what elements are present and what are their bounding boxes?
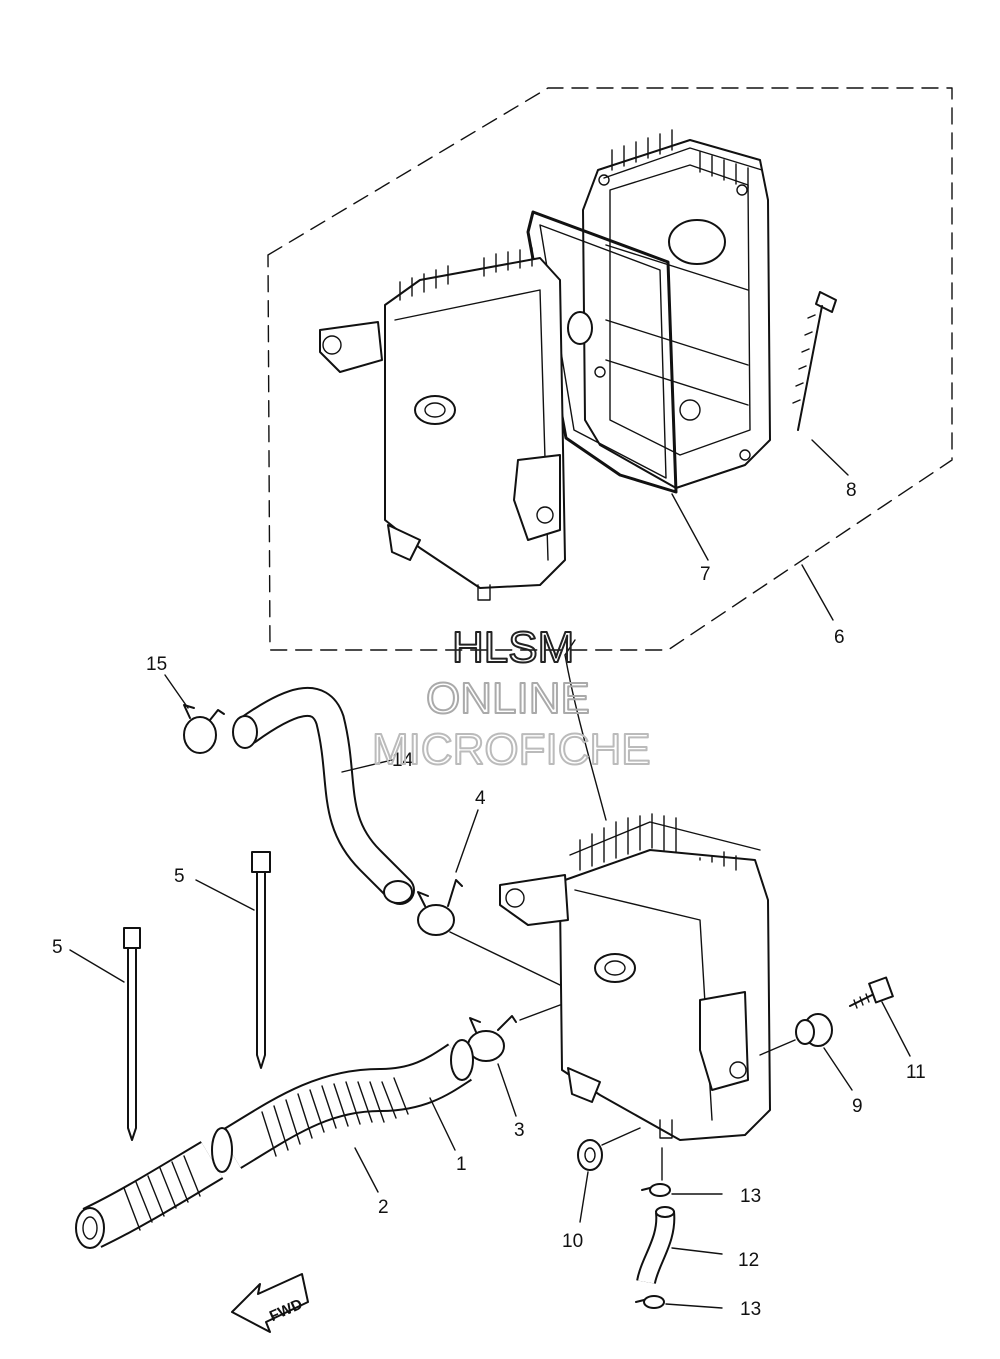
callout-1: 1 bbox=[456, 1154, 467, 1175]
clip-3 bbox=[467, 1004, 561, 1117]
callout-10: 10 bbox=[562, 1231, 583, 1252]
callout-11: 11 bbox=[906, 1062, 926, 1083]
hose-12 bbox=[636, 1206, 723, 1285]
callout-6: 6 bbox=[834, 627, 845, 648]
callout-13b: 13 bbox=[740, 1299, 761, 1320]
clip-13b bbox=[635, 1295, 723, 1309]
callout-8: 8 bbox=[846, 480, 857, 501]
callout-14: 14 bbox=[392, 750, 414, 771]
callout-7: 7 bbox=[700, 564, 711, 585]
watermark-line-1: HLSM bbox=[452, 623, 574, 672]
gasket-7 bbox=[526, 210, 709, 561]
housing-fins bbox=[399, 247, 533, 301]
housing-cover-exploded bbox=[567, 129, 771, 489]
callout-3: 3 bbox=[514, 1120, 525, 1141]
clip-15 bbox=[164, 674, 225, 754]
callout-5b: 5 bbox=[174, 866, 185, 887]
watermark: HLSM ONLINE MICROFICHE bbox=[371, 622, 652, 775]
hose-1-corrugation bbox=[261, 1077, 409, 1157]
housing-assembled bbox=[499, 813, 771, 1141]
callout-15: 15 bbox=[146, 654, 167, 675]
watermark-line-3: MICROFICHE bbox=[372, 725, 651, 774]
plug-9 bbox=[759, 1013, 853, 1091]
callouts: 1 2 3 4 5 5 6 7 8 9 10 11 12 13 13 14 15 bbox=[52, 480, 926, 1320]
cable-tie-5b bbox=[195, 851, 271, 1069]
housing-assembled-fins bbox=[569, 813, 761, 871]
callout-5a: 5 bbox=[52, 937, 63, 958]
callout-12: 12 bbox=[738, 1250, 759, 1271]
fwd-arrow: FWD bbox=[231, 1273, 309, 1333]
housing-exploded bbox=[319, 247, 566, 601]
hose-2 bbox=[75, 1127, 379, 1249]
hose-1 bbox=[218, 1039, 474, 1169]
clip-13a bbox=[641, 1147, 723, 1197]
callout-9: 9 bbox=[852, 1096, 863, 1117]
bolt-8 bbox=[792, 291, 849, 476]
hose-2-corrugation bbox=[123, 1155, 201, 1231]
assembly-boundary-6 bbox=[267, 87, 953, 651]
hose-14 bbox=[232, 687, 415, 905]
watermark-line-2: ONLINE bbox=[426, 674, 590, 723]
callout-13a: 13 bbox=[740, 1186, 761, 1207]
callout-4: 4 bbox=[475, 788, 486, 809]
grommet-10 bbox=[577, 1127, 641, 1223]
cover-fins bbox=[603, 129, 763, 189]
clip-4 bbox=[417, 809, 561, 986]
bolt-11 bbox=[849, 976, 911, 1057]
callout-2: 2 bbox=[378, 1197, 389, 1218]
cable-tie-5a bbox=[69, 927, 141, 1141]
